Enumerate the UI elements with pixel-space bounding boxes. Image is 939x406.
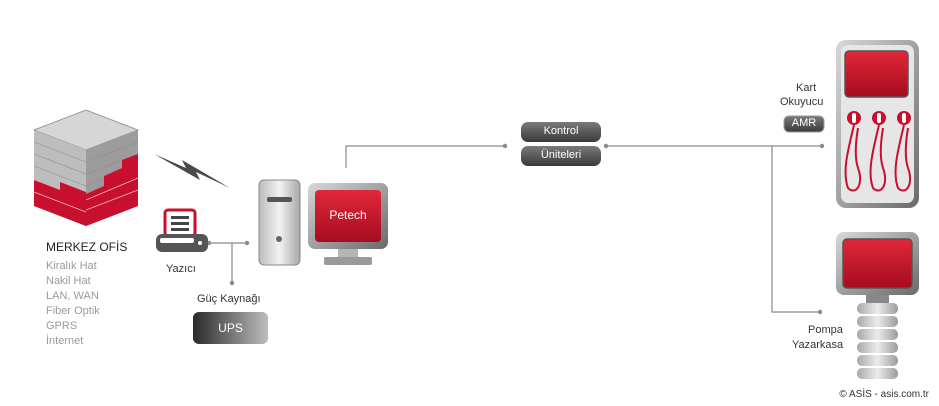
hq-connection-list: Kiralık Hat Nakil Hat LAN, WAN Fiber Opt… bbox=[46, 259, 100, 349]
card-reader-label-2: Okuyucu bbox=[780, 96, 824, 108]
fuel-dispenser-icon bbox=[836, 40, 919, 208]
connection-item: Kiralık Hat bbox=[46, 260, 97, 272]
pc-tower-icon bbox=[258, 179, 301, 266]
amr-label: AMR bbox=[791, 117, 817, 129]
control-units-box bbox=[521, 122, 601, 166]
hq-building-icon bbox=[32, 109, 140, 226]
ups-label: UPS bbox=[218, 321, 243, 335]
pump-label: Pompa bbox=[808, 324, 843, 336]
power-supply-label: Güç Kaynağı bbox=[197, 293, 261, 305]
cash-register-label: Yazarkasa bbox=[792, 339, 844, 351]
printer-icon bbox=[156, 208, 208, 252]
connection-lines bbox=[209, 145, 822, 313]
copyright: © ASİS - asis.com.tr bbox=[839, 389, 929, 400]
ups-box bbox=[193, 312, 268, 344]
pump-pos-icon bbox=[836, 232, 919, 379]
control-units-line1: Kontrol bbox=[543, 125, 579, 137]
connection-item: GPRS bbox=[46, 320, 78, 332]
monitor-icon bbox=[308, 183, 388, 265]
printer-label: Yazıcı bbox=[166, 263, 196, 275]
wireless-link-icon bbox=[154, 154, 230, 188]
hq-title: MERKEZ OFİS bbox=[46, 240, 128, 254]
amr-box bbox=[783, 115, 825, 133]
connection-item: LAN, WAN bbox=[46, 290, 99, 302]
control-units-line2: Üniteleri bbox=[540, 149, 582, 161]
card-reader-label-1: Kart bbox=[796, 82, 817, 94]
connection-item: Nakil Hat bbox=[46, 275, 91, 287]
monitor-label: Petech bbox=[329, 208, 367, 222]
connection-item: Fiber Optik bbox=[46, 305, 100, 317]
connection-item: İnternet bbox=[46, 335, 84, 347]
